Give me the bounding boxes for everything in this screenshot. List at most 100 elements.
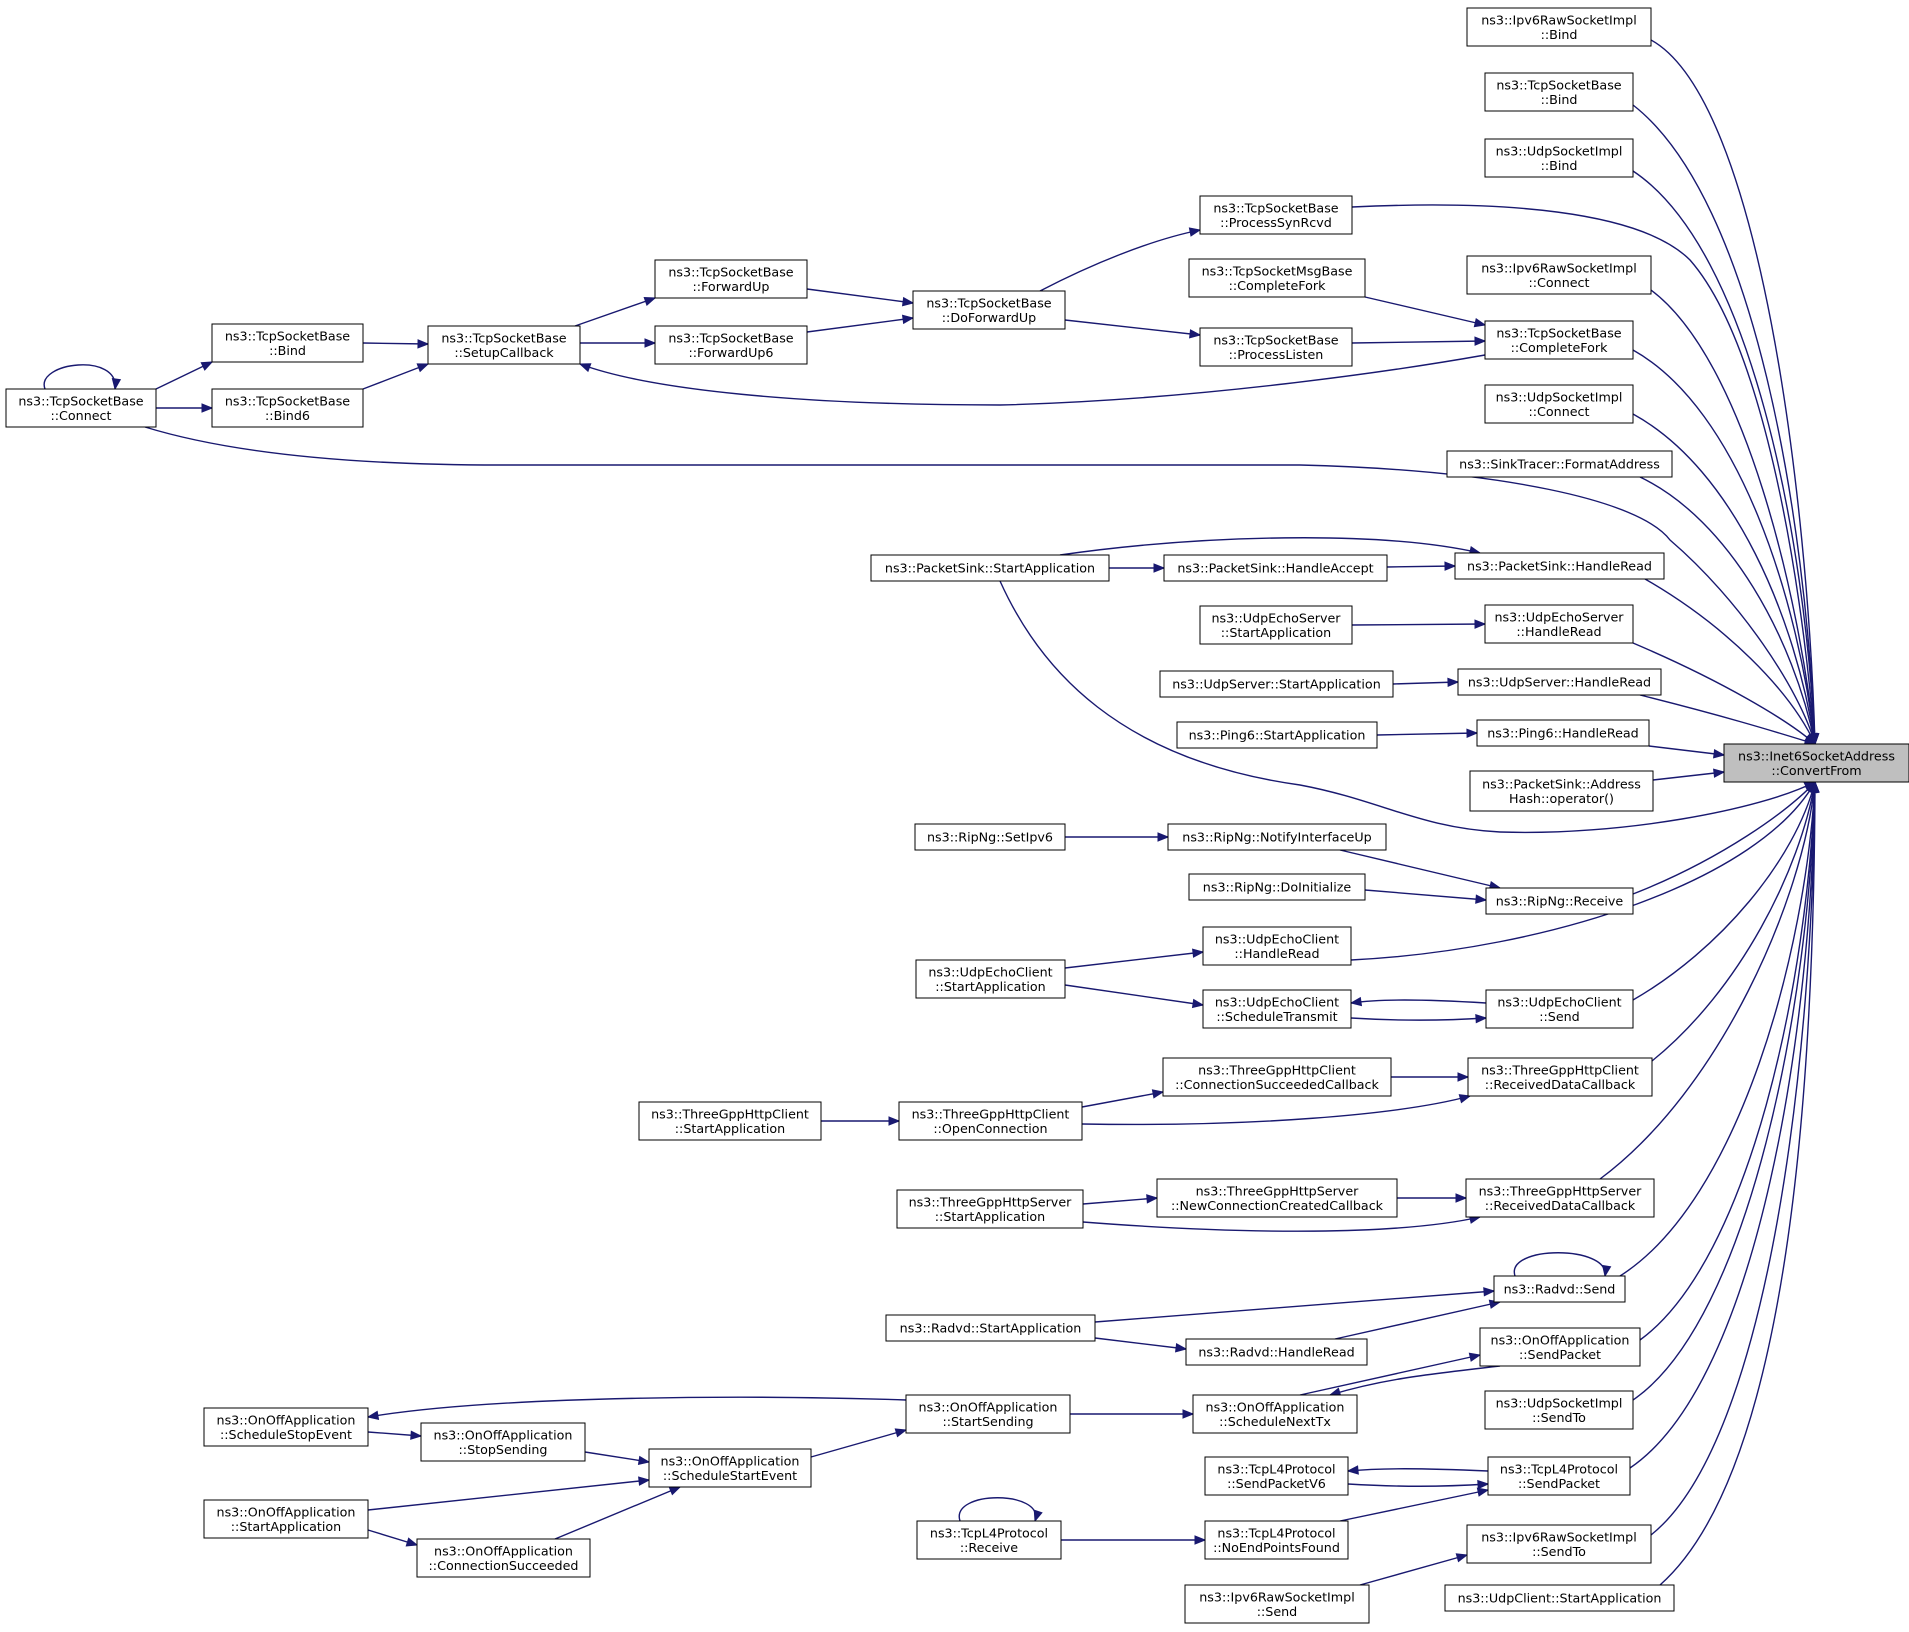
node-lbind[interactable]: ns3::TcpSocketBase::Bind	[211, 323, 364, 363]
node-ucstart[interactable]: ns3::UdpClient::StartApplication	[1444, 1584, 1675, 1612]
edge-PSStart-to-PSAccept	[1109, 563, 1166, 573]
node-oostartevt[interactable]: ns3::OnOffApplication::ScheduleStartEven…	[648, 1448, 812, 1488]
edge-line	[1350, 781, 1816, 961]
edge-UCStart-to-CF	[1659, 780, 1820, 1586]
node-tcpconn[interactable]: ns3::TcpSocketBase::Connect	[5, 388, 157, 428]
arrowhead-icon	[1182, 1409, 1195, 1419]
node-ripnotify[interactable]: ns3::RipNg::NotifyInterfaceUp	[1167, 823, 1387, 851]
node-psr[interactable]: ns3::TcpSocketBase::ProcessSynRcvd	[1199, 195, 1353, 235]
node-oostopevt[interactable]: ns3::OnOffApplication::ScheduleStopEvent	[203, 1407, 369, 1447]
node-box	[1457, 668, 1662, 696]
edge-line	[1364, 889, 1487, 901]
node-p6read[interactable]: ns3::Ping6::HandleRead	[1476, 719, 1650, 747]
arrowhead-icon	[416, 363, 430, 373]
node-ripinit[interactable]: ns3::RipNg::DoInitialize	[1188, 873, 1366, 901]
edge-P6Start-to-P6Read	[1376, 728, 1479, 738]
node-hcrecv[interactable]: ns3::ThreeGppHttpClient::ReceivedDataCal…	[1467, 1057, 1653, 1097]
node-udpconn[interactable]: ns3::UdpSocketImpl::Connect	[1484, 384, 1634, 424]
node-label: ::StartSending	[942, 1414, 1033, 1429]
node-dfu[interactable]: ns3::TcpSocketBase::DoForwardUp	[912, 290, 1066, 330]
node-l4sendv6[interactable]: ns3::TcpL4Protocol::SendPacketV6	[1204, 1456, 1349, 1496]
node-l4sendpkt[interactable]: ns3::TcpL4Protocol::SendPacket	[1487, 1456, 1631, 1496]
node-rawbind[interactable]: ns3::Ipv6RawSocketImpl::Bind	[1466, 7, 1652, 47]
arrowhead-icon	[1189, 329, 1202, 339]
node-udpbind[interactable]: ns3::UdpSocketImpl::Bind	[1484, 138, 1634, 178]
node-radread[interactable]: ns3::Radvd::HandleRead	[1185, 1338, 1368, 1366]
edge-UdpSendTo-to-CF	[1632, 780, 1820, 1401]
node-box	[1485, 989, 1634, 1029]
node-label: ::HandleRead	[1234, 946, 1319, 961]
node-msgcf[interactable]: ns3::TcpSocketMsgBase::CompleteFork	[1188, 258, 1366, 298]
node-uecread[interactable]: ns3::UdpEchoClient::HandleRead	[1202, 926, 1352, 966]
node-p6start[interactable]: ns3::Ping6::StartApplication	[1176, 721, 1378, 749]
node-usstart[interactable]: ns3::UdpServer::StartApplication	[1159, 670, 1394, 698]
node-psread[interactable]: ns3::PacketSink::HandleRead	[1454, 552, 1665, 580]
node-l4recv[interactable]: ns3::TcpL4Protocol::Receive	[916, 1520, 1062, 1560]
node-tcpbind[interactable]: ns3::TcpSocketBase::Bind	[1484, 72, 1634, 112]
node-hcopen[interactable]: ns3::ThreeGppHttpClient::OpenConnection	[898, 1101, 1083, 1141]
edge-HCStart-to-HCOpen	[821, 1116, 901, 1126]
node-hsnew[interactable]: ns3::ThreeGppHttpServer::NewConnectionCr…	[1156, 1178, 1398, 1218]
node-rawconn[interactable]: ns3::Ipv6RawSocketImpl::Connect	[1466, 255, 1652, 295]
node-box	[1192, 1394, 1358, 1434]
node-label: ns3::TcpSocketBase	[926, 295, 1051, 310]
node-radsend[interactable]: ns3::Radvd::Send	[1493, 1275, 1626, 1303]
node-psstart[interactable]: ns3::PacketSink::StartApplication	[870, 554, 1110, 582]
edge-LBind6-to-SCB	[362, 363, 430, 390]
node-rawsend[interactable]: ns3::Ipv6RawSocketImpl::Send	[1184, 1584, 1370, 1624]
node-riprecv[interactable]: ns3::RipNg::Receive	[1485, 887, 1634, 915]
node-label: ::ScheduleTransmit	[1216, 1009, 1337, 1024]
node-udpsendto[interactable]: ns3::UdpSocketImpl::SendTo	[1484, 1390, 1634, 1430]
node-tcpcf[interactable]: ns3::TcpSocketBase::CompleteFork	[1484, 320, 1634, 360]
node-label: ns3::OnOffApplication	[434, 1427, 573, 1442]
node-oostartapp[interactable]: ns3::OnOffApplication::StartApplication	[203, 1499, 369, 1539]
node-oostartsend[interactable]: ns3::OnOffApplication::StartSending	[905, 1394, 1071, 1434]
node-lbind6[interactable]: ns3::TcpSocketBase::Bind6	[211, 388, 364, 428]
node-oonexttx[interactable]: ns3::OnOffApplication::ScheduleNextTx	[1192, 1394, 1358, 1434]
node-ooconnsucc[interactable]: ns3::OnOffApplication::ConnectionSucceed…	[416, 1538, 591, 1578]
edge-line	[1359, 1554, 1468, 1586]
edge-line	[1644, 578, 1816, 745]
node-uecsend[interactable]: ns3::UdpEchoClient::Send	[1485, 989, 1634, 1029]
edge-line	[1650, 289, 1816, 745]
node-oosendpkt[interactable]: ns3::OnOffApplication::SendPacket	[1479, 1327, 1641, 1367]
node-hcstart[interactable]: ns3::ThreeGppHttpClient::StartApplicatio…	[638, 1101, 822, 1141]
node-box	[211, 323, 364, 363]
arrowhead-icon	[1474, 619, 1487, 629]
node-fu6[interactable]: ns3::TcpSocketBase::ForwardUp6	[654, 325, 808, 365]
node-box	[896, 1189, 1084, 1229]
node-l4noend[interactable]: ns3::TcpL4Protocol::NoEndPointsFound	[1204, 1520, 1349, 1560]
node-hcconnsucc[interactable]: ns3::ThreeGppHttpClient::ConnectionSucce…	[1162, 1057, 1392, 1097]
node-psaccept[interactable]: ns3::PacketSink::HandleAccept	[1163, 554, 1388, 582]
node-cf[interactable]: ns3::Inet6SocketAddress::ConvertFrom	[1723, 743, 1909, 783]
node-uecstart[interactable]: ns3::UdpEchoClient::StartApplication	[915, 959, 1066, 999]
node-rawsendto[interactable]: ns3::Ipv6RawSocketImpl::SendTo	[1466, 1524, 1652, 1564]
node-label: ns3::RipNg::DoInitialize	[1203, 880, 1352, 895]
node-uesread[interactable]: ns3::UdpEchoServer::HandleRead	[1484, 604, 1634, 644]
node-ripset[interactable]: ns3::RipNg::SetIpv6	[914, 823, 1066, 851]
edge-line	[1364, 296, 1486, 326]
node-uecsched[interactable]: ns3::UdpEchoClient::ScheduleTransmit	[1202, 989, 1352, 1029]
node-hsrecv[interactable]: ns3::ThreeGppHttpServer::ReceivedDataCal…	[1465, 1178, 1655, 1218]
edge-RawBind-to-CF	[1650, 39, 1820, 746]
edge-OOStartApp-to-OOStartEvt	[367, 1476, 651, 1511]
edge-TcpBind-to-CF	[1632, 104, 1820, 746]
arrowhead-icon	[1157, 832, 1170, 842]
node-sinkfmt[interactable]: ns3::SinkTracer::FormatAddress	[1446, 450, 1673, 478]
node-oostopsend[interactable]: ns3::OnOffApplication::StopSending	[420, 1422, 586, 1462]
node-fu[interactable]: ns3::TcpSocketBase::ForwardUp	[654, 259, 808, 299]
node-uesstart[interactable]: ns3::UdpEchoServer::StartApplication	[1199, 605, 1353, 645]
node-hsstart[interactable]: ns3::ThreeGppHttpServer::StartApplicatio…	[896, 1189, 1084, 1229]
edge-RipInit-to-RipRecv	[1364, 889, 1488, 904]
node-scb[interactable]: ns3::TcpSocketBase::SetupCallback	[427, 325, 581, 365]
node-usread[interactable]: ns3::UdpServer::HandleRead	[1457, 668, 1662, 696]
node-label: ::CompleteFork	[1229, 278, 1327, 293]
node-box	[1185, 1338, 1368, 1366]
edge-PSStart-to-CF	[999, 580, 1817, 834]
node-pl[interactable]: ns3::TcpSocketBase::ProcessListen	[1199, 327, 1353, 367]
arrowhead-icon	[1455, 1193, 1468, 1203]
node-radstart[interactable]: ns3::Radvd::StartApplication	[885, 1314, 1096, 1342]
node-box	[211, 388, 364, 428]
